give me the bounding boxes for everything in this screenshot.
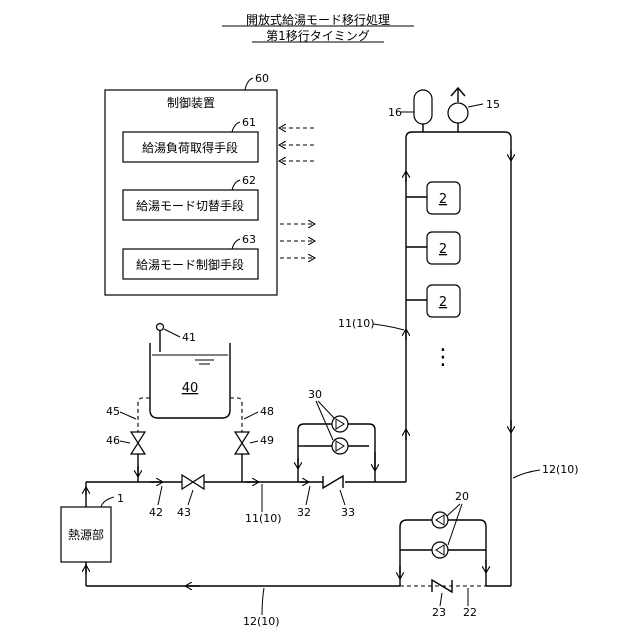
controller-ref: 60 (255, 72, 269, 85)
ref-32: 32 (297, 506, 311, 519)
unit-63-ref: 63 (242, 233, 256, 246)
sensor-icon: 41 (157, 324, 197, 353)
ref-42: 42 (149, 506, 163, 519)
unit-62-ref: 62 (242, 174, 256, 187)
label-return-bottom: 12(10) (243, 615, 280, 628)
ref-48: 48 (260, 405, 274, 418)
tank-icon: 40 (150, 343, 230, 418)
controller-label: 制御装置 (167, 95, 215, 110)
pump-icon (332, 416, 348, 432)
label-supply-bottom: 11(10) (245, 512, 282, 525)
heat-source-ref: 1 (117, 492, 124, 505)
ref-49: 49 (260, 434, 274, 447)
unit-61-ref: 61 (242, 116, 256, 129)
load-3-label: 2 (439, 295, 447, 310)
ref-15: 15 (486, 98, 500, 111)
ref-16: 16 (388, 106, 402, 119)
ref-20: 20 (455, 490, 469, 503)
ref-46: 46 (106, 434, 120, 447)
pump-icon (332, 438, 348, 454)
air-vent-icon: 15 (448, 88, 500, 132)
signal-arrows (280, 128, 314, 258)
title-line1: 開放式給湯モード移行処理 (246, 12, 390, 27)
load-2-label: 2 (439, 242, 447, 257)
unit-62-label: 給湯モード切替手段 (136, 198, 244, 213)
load-1-label: 2 (439, 192, 447, 207)
tank-outlet-48: 48 49 (230, 398, 274, 482)
load-branches: 2 2 2 ⋮ (406, 182, 460, 370)
tank-ref: 40 (182, 381, 199, 396)
ref-22: 22 (463, 606, 477, 619)
ref-45: 45 (106, 405, 120, 418)
title-line2: 第1移行タイミング (266, 29, 370, 43)
ref-33: 33 (341, 506, 355, 519)
expansion-tank-icon: 16 (388, 90, 432, 132)
load-ellipsis: ⋮ (432, 345, 454, 370)
ref-23: 23 (432, 606, 446, 619)
controller-block: 制御装置 60 給湯負荷取得手段 61 給湯モード切替手段 62 給湯モード制御… (105, 72, 277, 295)
heat-source: 熱源部 1 (61, 492, 124, 562)
pump-icon (432, 542, 448, 558)
ref-30: 30 (308, 388, 322, 401)
label-supply-vertical: 11(10) (338, 317, 375, 330)
sensor-ref: 41 (182, 331, 196, 344)
unit-61-label: 給湯負荷取得手段 (142, 140, 238, 155)
pump-icon (432, 512, 448, 528)
label-return-right: 12(10) (542, 463, 579, 476)
ref-43: 43 (177, 506, 191, 519)
return-check-valve: 23 22 (400, 580, 486, 619)
tank-inlet-45: 45 46 (106, 398, 150, 482)
return-pumps: 20 (400, 490, 486, 586)
supply-pumps: 30 (298, 388, 375, 482)
unit-63-label: 給湯モード制御手段 (136, 257, 244, 272)
heat-source-label: 熱源部 (68, 527, 104, 542)
